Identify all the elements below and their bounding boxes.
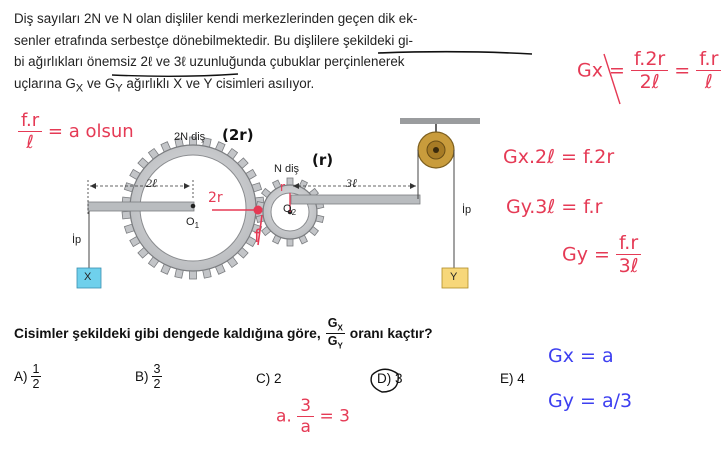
block-y-label: Y: [450, 271, 458, 283]
problem-line-4: uçlarına GX ve GY ağırlıklı X ve Y cisim…: [14, 75, 315, 95]
problem-text: Diş sayıları 2N ve N olan dişliler kendi…: [14, 8, 534, 100]
problem-line-3: bi ağırlıkları önemsiz 2ℓ ve 3ℓ uzunluğu…: [14, 54, 405, 69]
rod-right: [290, 194, 421, 205]
hw-radius-2r: 2r: [208, 190, 223, 206]
problem-line-1: Diş sayıları 2N ve N olan dişliler kendi…: [14, 11, 418, 26]
problem-line-2: senler etrafında serbestçe dönebilmekted…: [14, 32, 413, 48]
rod-right-length: 3ℓ: [346, 176, 357, 190]
hw-answer-gy: Gy = a/3: [548, 390, 633, 412]
rope-right-label: İp: [462, 204, 472, 216]
center-o1: O1: [186, 216, 200, 231]
rope-left-label: İp: [72, 234, 82, 246]
hw-eq-2: Gy.3ℓ = f.r: [506, 196, 603, 218]
gear-large: [121, 136, 265, 280]
rod-left-length: 2ℓ: [146, 176, 157, 190]
block-x: [76, 267, 102, 289]
hw-gear-small-radius: (r): [312, 151, 334, 169]
choice-e[interactable]: E) 4: [500, 371, 525, 386]
gear-large-label: 2N diş: [174, 131, 206, 143]
hw-answer-gx: Gx = a: [548, 345, 614, 367]
question-text: Cisimler şekildeki gibi dengede kaldığın…: [14, 316, 433, 350]
choice-d[interactable]: D) 3: [377, 371, 403, 386]
ratio-fraction: GX GY: [325, 316, 345, 350]
hw-eq-1: Gx.2ℓ = f.2r: [503, 146, 615, 168]
center-o2: O2: [283, 203, 297, 218]
block-y: [441, 267, 469, 289]
hw-force-f: f: [254, 226, 261, 247]
choice-c[interactable]: C) 2: [256, 371, 282, 386]
rod-left: [87, 201, 195, 212]
hw-radius-r: r: [280, 180, 285, 194]
block-x-label: X: [84, 271, 92, 283]
hw-gear-large-radius: (2r): [222, 126, 254, 144]
gear-small-label: N diş: [274, 163, 300, 175]
